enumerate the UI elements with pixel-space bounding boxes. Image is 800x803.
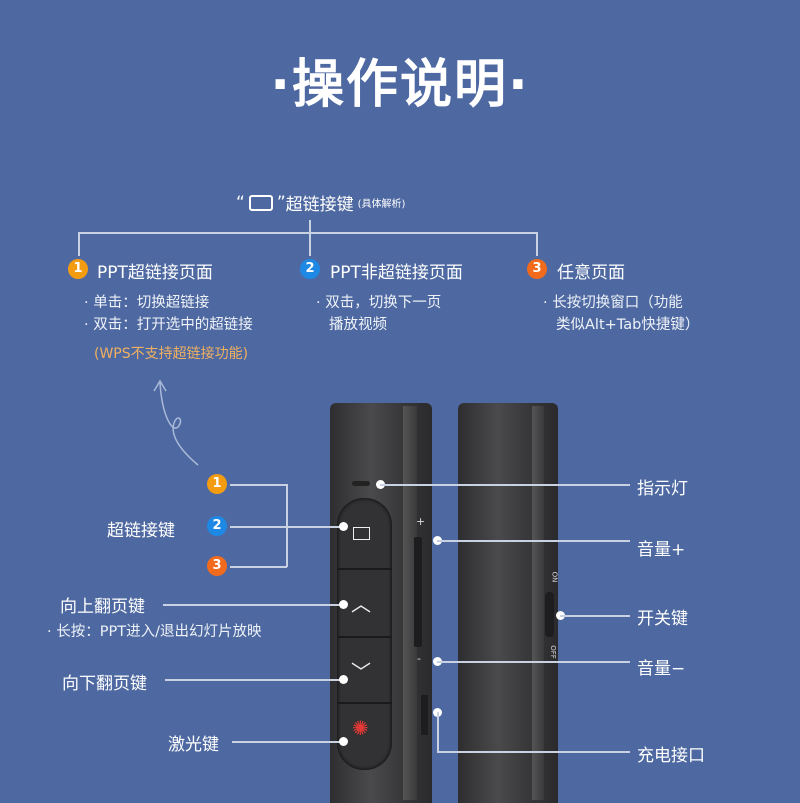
badge-1: 1 — [207, 474, 227, 494]
callout-line — [437, 661, 630, 663]
hyperlink-button[interactable] — [353, 527, 370, 540]
callout-dot — [339, 600, 348, 609]
divider — [337, 568, 392, 570]
divider — [337, 702, 392, 704]
indicator-light — [352, 481, 370, 486]
callout-line — [163, 604, 343, 606]
page-title: ·操作说明· — [270, 55, 530, 115]
bracket-line — [309, 220, 311, 256]
subtitle-note: (具体解析) — [357, 199, 406, 210]
badge-3: 3 — [527, 259, 547, 279]
button-panel — [337, 498, 392, 770]
charge-port — [421, 695, 428, 735]
callout-line — [230, 566, 287, 568]
subtitle-label: 超链接键 — [285, 195, 354, 215]
bracket-line — [78, 232, 538, 234]
square-key-icon — [248, 194, 273, 211]
label-indicator: 指示灯 — [637, 479, 688, 499]
label-page-down: 向下翻页键 — [62, 674, 147, 694]
label-volume-up: 音量+ — [637, 540, 686, 560]
badge-1: 1 — [68, 259, 88, 279]
section-line: · 长按切换窗口（功能 — [543, 295, 683, 311]
on-mark: ON — [550, 571, 559, 583]
page-up-note: · 长按：PPT进入/退出幻灯片放映 — [47, 624, 262, 640]
minus-mark: - — [417, 652, 421, 665]
callout-dot — [339, 737, 348, 746]
section-line: · 双击：打开选中的超链接 — [84, 317, 253, 333]
callout-dot — [339, 522, 348, 531]
presenter-side-strip — [403, 406, 417, 800]
label-charge-port: 充电接口 — [637, 746, 705, 766]
section-heading: PPT非超链接页面 — [330, 263, 463, 283]
laser-button[interactable]: ✺ — [352, 716, 369, 740]
badge-2: 2 — [207, 516, 227, 536]
hyperlink-key-subtitle: “ ” 超链接键 (具体解析) — [236, 190, 406, 216]
divider — [337, 636, 392, 638]
quote: ” — [276, 192, 286, 213]
callout-dot — [339, 675, 348, 684]
wps-note: (WPS不支持超链接功能) — [94, 346, 249, 362]
label-volume-down: 音量− — [637, 659, 686, 679]
callout-line — [286, 484, 288, 567]
bracket-line — [78, 232, 80, 256]
badge-2: 2 — [300, 259, 320, 279]
quote: “ — [236, 192, 245, 213]
callout-line — [232, 741, 343, 743]
power-switch[interactable] — [545, 592, 554, 637]
section-heading: PPT超链接页面 — [97, 263, 213, 283]
page-up-button[interactable]: ︿ — [351, 592, 371, 616]
label-power: 开关键 — [637, 609, 688, 629]
plus-mark: + — [416, 515, 426, 528]
badge-3: 3 — [207, 556, 227, 576]
section-line: 播放视频 — [329, 317, 387, 333]
callout-line — [437, 540, 630, 542]
page-down-button[interactable]: ﹀ — [351, 660, 371, 684]
label-page-up: 向上翻页键 — [60, 597, 145, 617]
section-line: 类似Alt+Tab快捷键） — [556, 317, 700, 333]
callout-line — [560, 615, 630, 617]
callout-line — [230, 484, 287, 486]
callout-line — [437, 751, 630, 753]
callout-line — [380, 484, 630, 486]
section-heading: 任意页面 — [557, 263, 625, 283]
label-hyperlink-key: 超链接键 — [107, 521, 175, 541]
off-mark: OFF — [548, 645, 557, 659]
volume-rocker[interactable] — [414, 537, 422, 647]
section-line: · 单击：切换超链接 — [84, 295, 210, 311]
bracket-line — [536, 232, 538, 256]
curly-arrow-icon — [153, 379, 199, 466]
callout-line — [165, 679, 343, 681]
callout-line — [230, 526, 343, 528]
label-laser: 激光键 — [168, 735, 219, 755]
callout-line — [437, 712, 439, 752]
presenter-side-strip — [532, 406, 544, 800]
section-line: · 双击，切换下一页 — [316, 295, 442, 311]
